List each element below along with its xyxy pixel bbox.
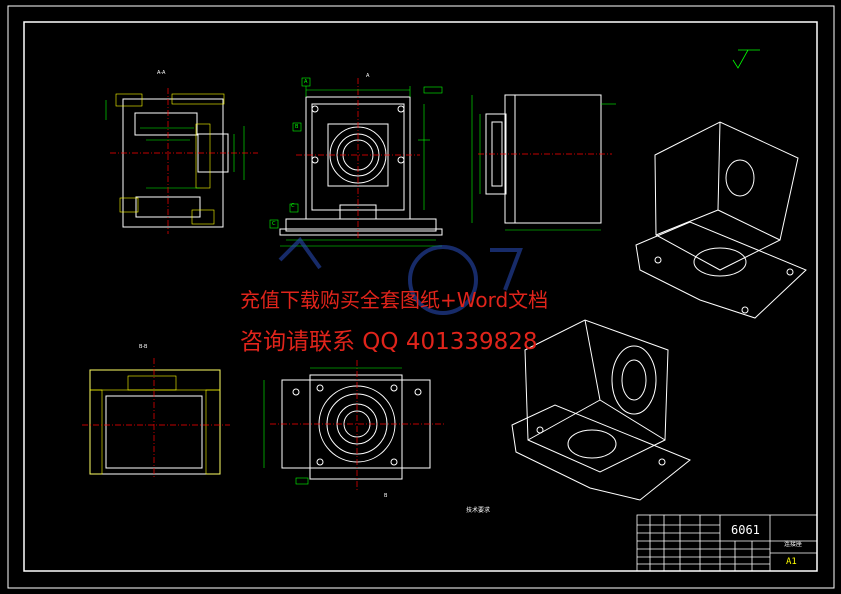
view-b-tag: B: [384, 493, 388, 499]
section-bb-view: [89, 369, 221, 475]
section-bb-label: B-B: [139, 344, 148, 350]
datum-a-label: A: [304, 79, 308, 85]
isometric-view-1: [635, 121, 807, 319]
technical-notes-title: 技术要求: [466, 507, 491, 514]
section-aa-hatch: [115, 93, 225, 225]
isometric-view-2: [511, 319, 691, 501]
section-bb-hatch: [89, 369, 221, 475]
section-bb-centerline: [82, 358, 230, 478]
side-view: [485, 94, 602, 224]
bottom-view-dims: [263, 367, 402, 485]
title-block-material: 6061: [731, 523, 760, 537]
inner-frame-border: [23, 21, 818, 572]
datum-c-box-label: C: [272, 221, 276, 227]
watermark-line-2: 咨询请联系 QQ 401339828: [240, 329, 538, 355]
outer-sheet-border: [7, 5, 835, 589]
view-a-tag: A: [366, 73, 370, 79]
datum-b-label: B: [295, 124, 299, 130]
front-view: [279, 96, 443, 236]
section-aa-label: A-A: [157, 70, 166, 76]
datum-c-label: C: [291, 203, 295, 209]
side-view-dims: [471, 95, 616, 231]
bottom-view-centerline: [270, 360, 444, 490]
title-block-part-name: 连接座: [784, 541, 803, 548]
watermark-line-1: 充值下载购买全套图纸+Word文档: [240, 288, 549, 312]
watermark-logo: [278, 236, 523, 315]
section-aa-centerline: [110, 88, 258, 234]
surface-finish-symbol: [732, 49, 760, 69]
front-view-dimensions: [269, 77, 443, 247]
bottom-view: [281, 374, 431, 480]
title-block-sheet-size: A1: [786, 557, 797, 567]
title-block: [636, 514, 818, 572]
section-aa-view: [122, 98, 229, 228]
front-view-centerlines: [296, 78, 420, 240]
